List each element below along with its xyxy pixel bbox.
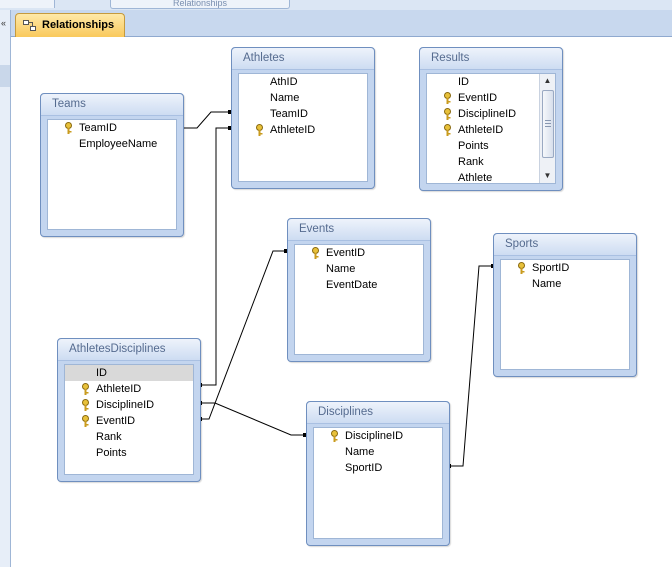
field-teamid[interactable]: TeamID — [270, 108, 308, 120]
table-athletesdisciplines[interactable]: AthletesDisciplines ID AthleteID Discipl… — [57, 338, 201, 482]
table-results[interactable]: Results ID EventID DisciplineID AthleteI… — [419, 47, 563, 191]
field-id[interactable]: ID — [458, 76, 469, 88]
field-list[interactable]: SportID Name — [500, 259, 630, 370]
field-athlete[interactable]: Athlete — [458, 172, 493, 184]
rel-disciplines-athletesdisciplines — [200, 402, 305, 436]
table-title[interactable]: Disciplines — [307, 402, 449, 424]
table-title[interactable]: Athletes — [232, 48, 374, 70]
field-athleteid[interactable]: AthleteID — [239, 122, 367, 138]
rel-sports-disciplines — [449, 265, 493, 467]
tab-relationships[interactable]: Relationships — [15, 13, 126, 37]
rel-teams-athletes — [181, 111, 230, 129]
field-eventdate[interactable]: EventDate — [326, 279, 378, 291]
field-list[interactable]: AthID Name TeamID AthleteID — [238, 73, 368, 182]
field-sportid[interactable]: SportID — [501, 260, 629, 276]
table-title[interactable]: Teams — [41, 94, 183, 116]
key-icon — [444, 92, 451, 104]
field-eventid[interactable]: EventID — [65, 413, 193, 429]
scroll-thumb[interactable] — [542, 90, 554, 158]
field-eventid[interactable]: EventID — [295, 245, 423, 261]
collapse-arrow-icon[interactable]: « — [1, 18, 7, 28]
field-name[interactable]: Name — [270, 92, 300, 104]
table-title[interactable]: Events — [288, 219, 430, 241]
field-points[interactable]: Points — [96, 447, 127, 459]
key-icon — [444, 124, 451, 136]
field-employeename[interactable]: EmployeeName — [79, 138, 158, 150]
scroll-up-arrow-icon[interactable]: ▲ — [543, 76, 552, 85]
field-disciplineid[interactable]: DisciplineID — [427, 106, 555, 122]
table-athletes[interactable]: Athletes AthID Name TeamID AthleteID — [231, 47, 375, 189]
field-name[interactable]: Name — [345, 446, 375, 458]
table-title[interactable]: AthletesDisciplines — [58, 339, 200, 361]
field-sportid[interactable]: SportID — [345, 462, 383, 474]
field-name[interactable]: Name — [326, 263, 356, 275]
table-teams[interactable]: Teams TeamID EmployeeName — [40, 93, 184, 237]
field-list[interactable]: EventID Name EventDate — [294, 244, 424, 355]
key-icon — [65, 122, 72, 134]
table-events[interactable]: Events EventID Name EventDate — [287, 218, 431, 362]
relationships-canvas[interactable]: Athletes AthID Name TeamID AthleteID Res… — [11, 37, 672, 567]
vertical-scrollbar[interactable]: ▲ ▼ — [539, 74, 555, 183]
table-title[interactable]: Results — [420, 48, 562, 70]
key-icon — [331, 430, 338, 442]
key-icon — [82, 399, 89, 411]
field-disciplineid[interactable]: DisciplineID — [65, 397, 193, 413]
relationships-icon — [23, 20, 36, 31]
key-icon — [518, 262, 525, 274]
key-icon — [444, 108, 451, 120]
field-athid[interactable]: AthID — [270, 76, 298, 88]
table-title[interactable]: Sports — [494, 234, 636, 256]
key-icon — [82, 415, 89, 427]
field-list[interactable]: ID AthleteID DisciplineID EventID Rank P… — [64, 364, 194, 475]
key-icon — [256, 124, 263, 136]
field-teamid[interactable]: TeamID — [48, 120, 176, 136]
document-tab-bar: Relationships — [11, 10, 672, 37]
table-disciplines[interactable]: Disciplines DisciplineID Name SportID — [306, 401, 450, 546]
field-points[interactable]: Points — [458, 140, 489, 152]
prev-tab-left[interactable] — [0, 0, 55, 8]
field-name[interactable]: Name — [532, 278, 562, 290]
key-icon — [82, 383, 89, 395]
prev-tab-relationships[interactable]: Relationships — [110, 0, 290, 9]
field-rank[interactable]: Rank — [96, 431, 122, 443]
navigation-pane[interactable]: « — [0, 10, 11, 567]
field-athleteid[interactable]: AthleteID — [427, 122, 555, 138]
rel-athletes-athletesdisciplines — [200, 127, 230, 386]
field-list[interactable]: TeamID EmployeeName — [47, 119, 177, 230]
scroll-down-arrow-icon[interactable]: ▼ — [543, 171, 552, 180]
table-sports[interactable]: Sports SportID Name — [493, 233, 637, 377]
rel-events-athletesdisciplines — [200, 250, 286, 420]
field-eventid[interactable]: EventID — [427, 90, 555, 106]
field-id[interactable]: ID — [65, 365, 193, 381]
nav-pane-selection — [0, 65, 10, 87]
field-athleteid[interactable]: AthleteID — [65, 381, 193, 397]
key-icon — [312, 247, 319, 259]
tab-label: Relationships — [42, 19, 115, 31]
field-rank[interactable]: Rank — [458, 156, 484, 168]
field-list[interactable]: DisciplineID Name SportID — [313, 427, 443, 539]
field-disciplineid[interactable]: DisciplineID — [314, 428, 442, 444]
field-list[interactable]: ID EventID DisciplineID AthleteID Points… — [426, 73, 556, 184]
